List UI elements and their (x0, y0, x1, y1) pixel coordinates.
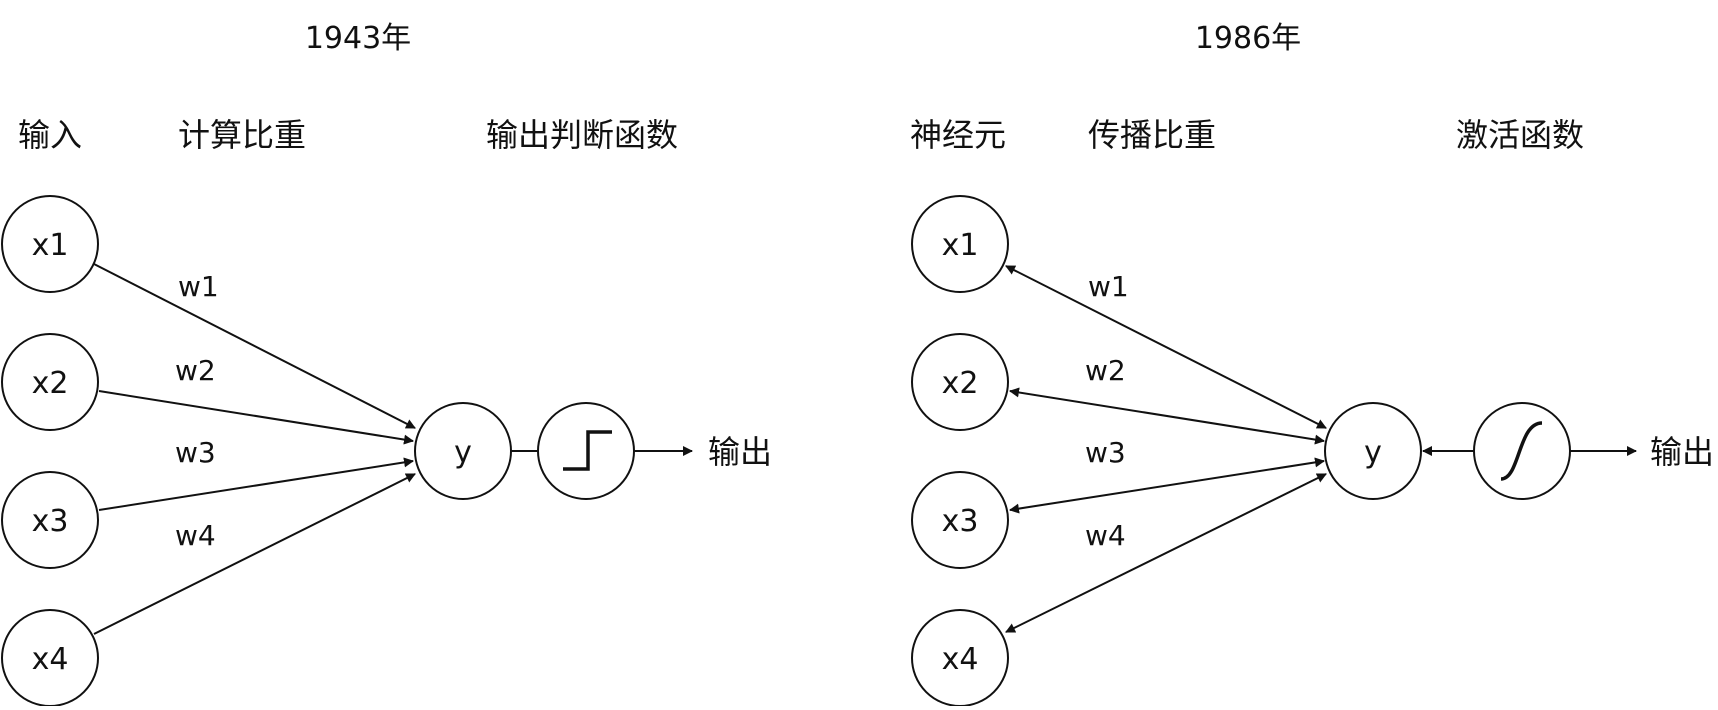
left-input-node: x4 (1, 609, 99, 707)
left-input-label: x3 (32, 504, 69, 539)
left-input-node: x1 (1, 195, 99, 293)
left-edge-x1-y (93, 263, 416, 429)
left-output-label: 输出 (708, 433, 772, 471)
right-input-label: x4 (942, 642, 979, 677)
right-output-node-label: y (1364, 435, 1382, 470)
left-input-label: x2 (32, 366, 69, 401)
left-input-node: x2 (1, 333, 99, 431)
right-input-node: x4 (911, 609, 1009, 707)
left-header-inputs: 输入 (18, 116, 82, 154)
left-output-node-label: y (454, 435, 472, 470)
left-weight-label: w2 (175, 354, 216, 387)
right-edge-x2-y (1009, 387, 1325, 445)
right-weight-label: w3 (1085, 436, 1126, 469)
left-output-node: y (414, 402, 512, 500)
right-weight-label: w1 (1088, 270, 1129, 303)
right-edge-x3-y (1009, 457, 1325, 514)
left-weight-label: w1 (178, 270, 219, 303)
right-weight-label: w2 (1085, 354, 1126, 387)
left-header-weights: 计算比重 (178, 116, 306, 154)
right-input-label: x1 (942, 228, 979, 263)
left-input-label: x1 (32, 228, 69, 263)
right-header-function: 激活函数 (1456, 116, 1584, 154)
left-year-title: 1943年 (305, 21, 411, 56)
step-function-icon (537, 402, 635, 500)
right-output-label: 输出 (1650, 433, 1714, 471)
right-panel: 1986年 神经元 传播比重 激活函数 x1 x2 (910, 21, 1714, 707)
right-header-inputs: 神经元 (910, 116, 1006, 154)
right-edge-x1-y (1005, 265, 1327, 429)
left-weight-label: w3 (175, 436, 216, 469)
right-edge-x4-y (1005, 473, 1327, 633)
left-panel: 1943年 输入 计算比重 输出判断函数 x1 x2 (1, 21, 772, 707)
left-header-function: 输出判断函数 (486, 116, 678, 154)
left-input-label: x4 (32, 642, 69, 677)
left-edge-x4-y (93, 473, 416, 635)
right-input-node: x2 (911, 333, 1009, 431)
right-header-weights: 传播比重 (1088, 116, 1216, 154)
left-input-node: x3 (1, 471, 99, 569)
left-weight-label: w4 (175, 519, 216, 552)
left-edge-x2-y (98, 390, 414, 445)
right-input-node: x3 (911, 471, 1009, 569)
right-input-node: x1 (911, 195, 1009, 293)
right-output-node: y (1324, 402, 1422, 500)
sigmoid-function-icon (1473, 402, 1571, 500)
right-input-label: x3 (942, 504, 979, 539)
right-year-title: 1986年 (1195, 21, 1301, 56)
left-edge-x3-y (98, 457, 414, 511)
right-weight-label: w4 (1085, 519, 1126, 552)
right-input-label: x2 (942, 366, 979, 401)
